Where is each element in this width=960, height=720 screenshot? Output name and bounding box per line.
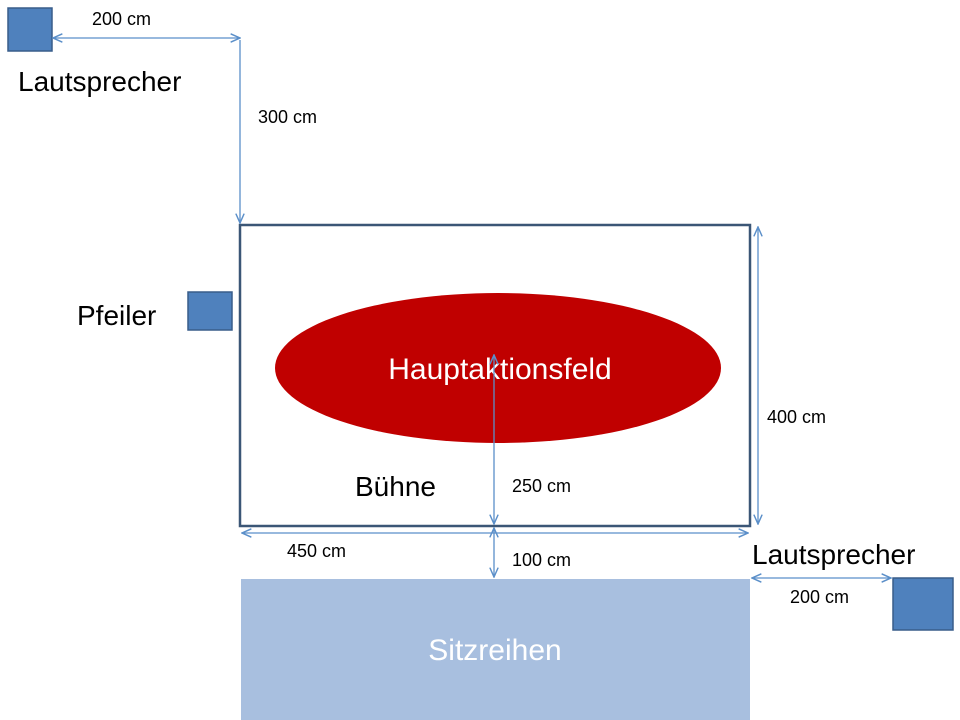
dim-main-area-to-edge: 250 cm (512, 476, 571, 496)
dim-stage-to-seating: 100 cm (512, 550, 571, 570)
dim-speaker-top-horizontal: 200 cm (92, 9, 151, 29)
seating-label: Sitzreihen (428, 634, 561, 667)
dim-stage-half-width: 450 cm (287, 541, 346, 561)
speaker-bottom-right (892, 577, 954, 631)
speaker-top-left-label: Lautsprecher (18, 66, 181, 97)
pillar-block (187, 291, 233, 331)
pillar-label: Pfeiler (77, 300, 156, 331)
seating-block (241, 579, 750, 720)
main-action-area-label: Hauptaktionsfeld (388, 353, 611, 386)
stage-label: Bühne (355, 471, 436, 502)
speaker-bottom-right-label: Lautsprecher (752, 539, 915, 570)
dim-speaker-bottom-horizontal: 200 cm (790, 587, 849, 607)
dim-speaker-top-vertical: 300 cm (258, 107, 317, 127)
speaker-top-left (7, 7, 53, 52)
dim-stage-height: 400 cm (767, 407, 826, 427)
